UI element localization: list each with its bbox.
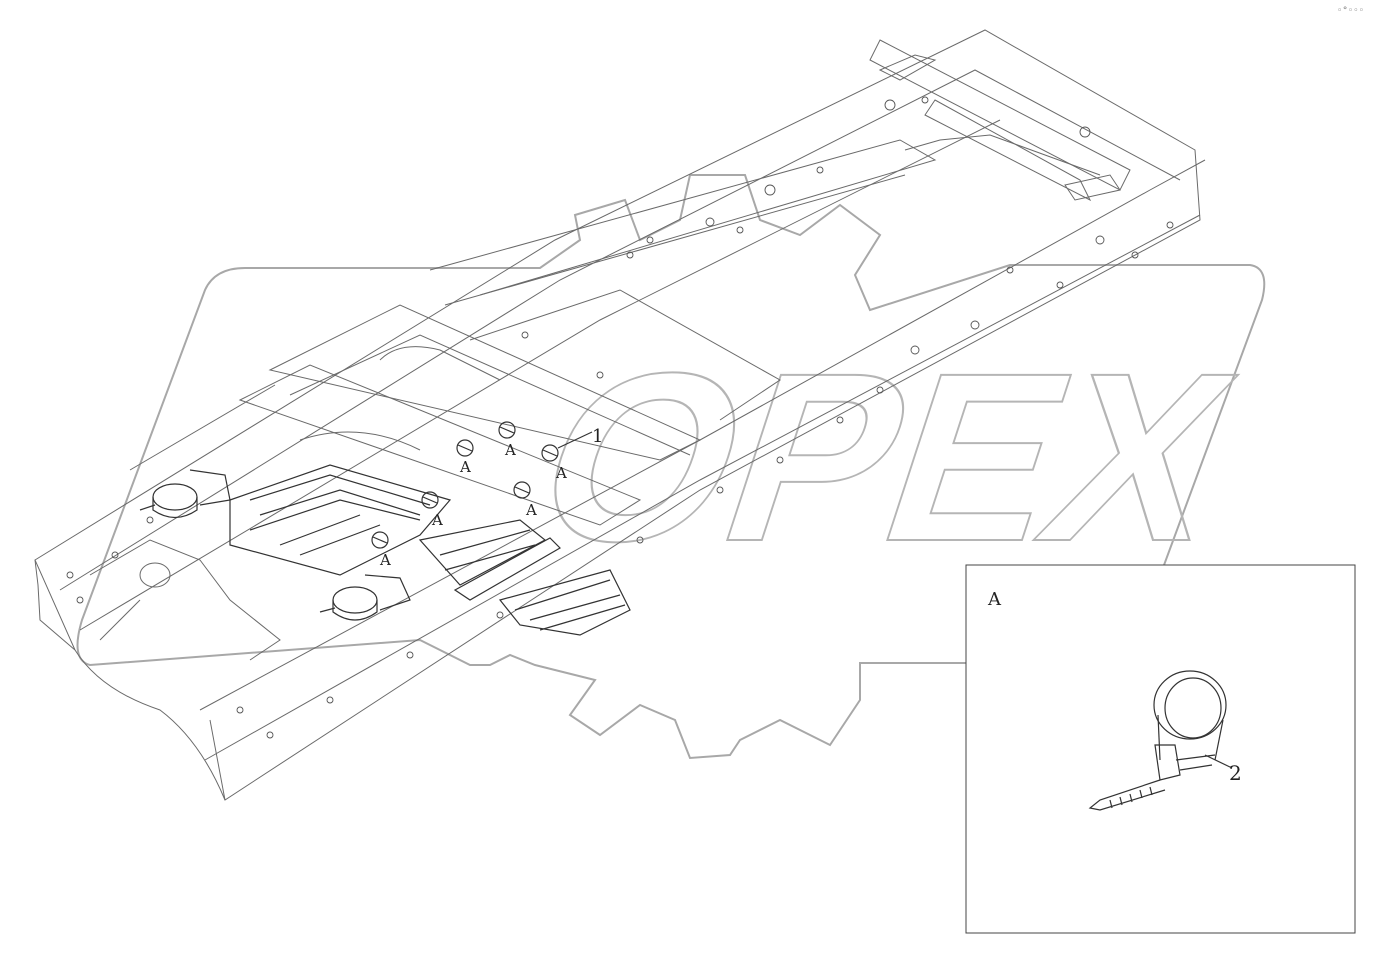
callouts: 1 A A A A A A xyxy=(379,426,603,569)
cable-tie-drawing xyxy=(1088,670,1227,811)
watermark-gear: OPEX xyxy=(76,174,1266,760)
clamp-markers xyxy=(371,421,559,549)
view-ref-label: A xyxy=(525,501,537,519)
callout-part-2: 2 xyxy=(1229,761,1242,785)
rivet-holes xyxy=(66,96,1174,739)
clamp-marker-3 xyxy=(541,444,559,462)
corner-mark: ◦°◦◦◦ xyxy=(1336,6,1364,16)
detail-view-a: A 2 xyxy=(965,564,1356,934)
clamp-marker-4 xyxy=(421,491,439,509)
view-ref-label: A xyxy=(459,458,471,476)
clamp-marker-2 xyxy=(498,421,516,439)
view-ref-label: A xyxy=(555,464,567,482)
callout-part-1: 1 xyxy=(592,426,603,447)
clamp-marker-6 xyxy=(371,531,389,549)
view-ref-label: A xyxy=(504,441,516,459)
detail-view-title: A xyxy=(987,589,1002,610)
view-ref-label: A xyxy=(431,511,443,529)
clamp-marker-5 xyxy=(513,481,531,499)
axle-components xyxy=(139,464,631,636)
view-ref-label: A xyxy=(379,551,391,569)
clamp-marker-1 xyxy=(456,439,474,457)
chassis-frame xyxy=(34,29,1206,801)
watermark-text: OPEX xyxy=(508,324,1262,592)
